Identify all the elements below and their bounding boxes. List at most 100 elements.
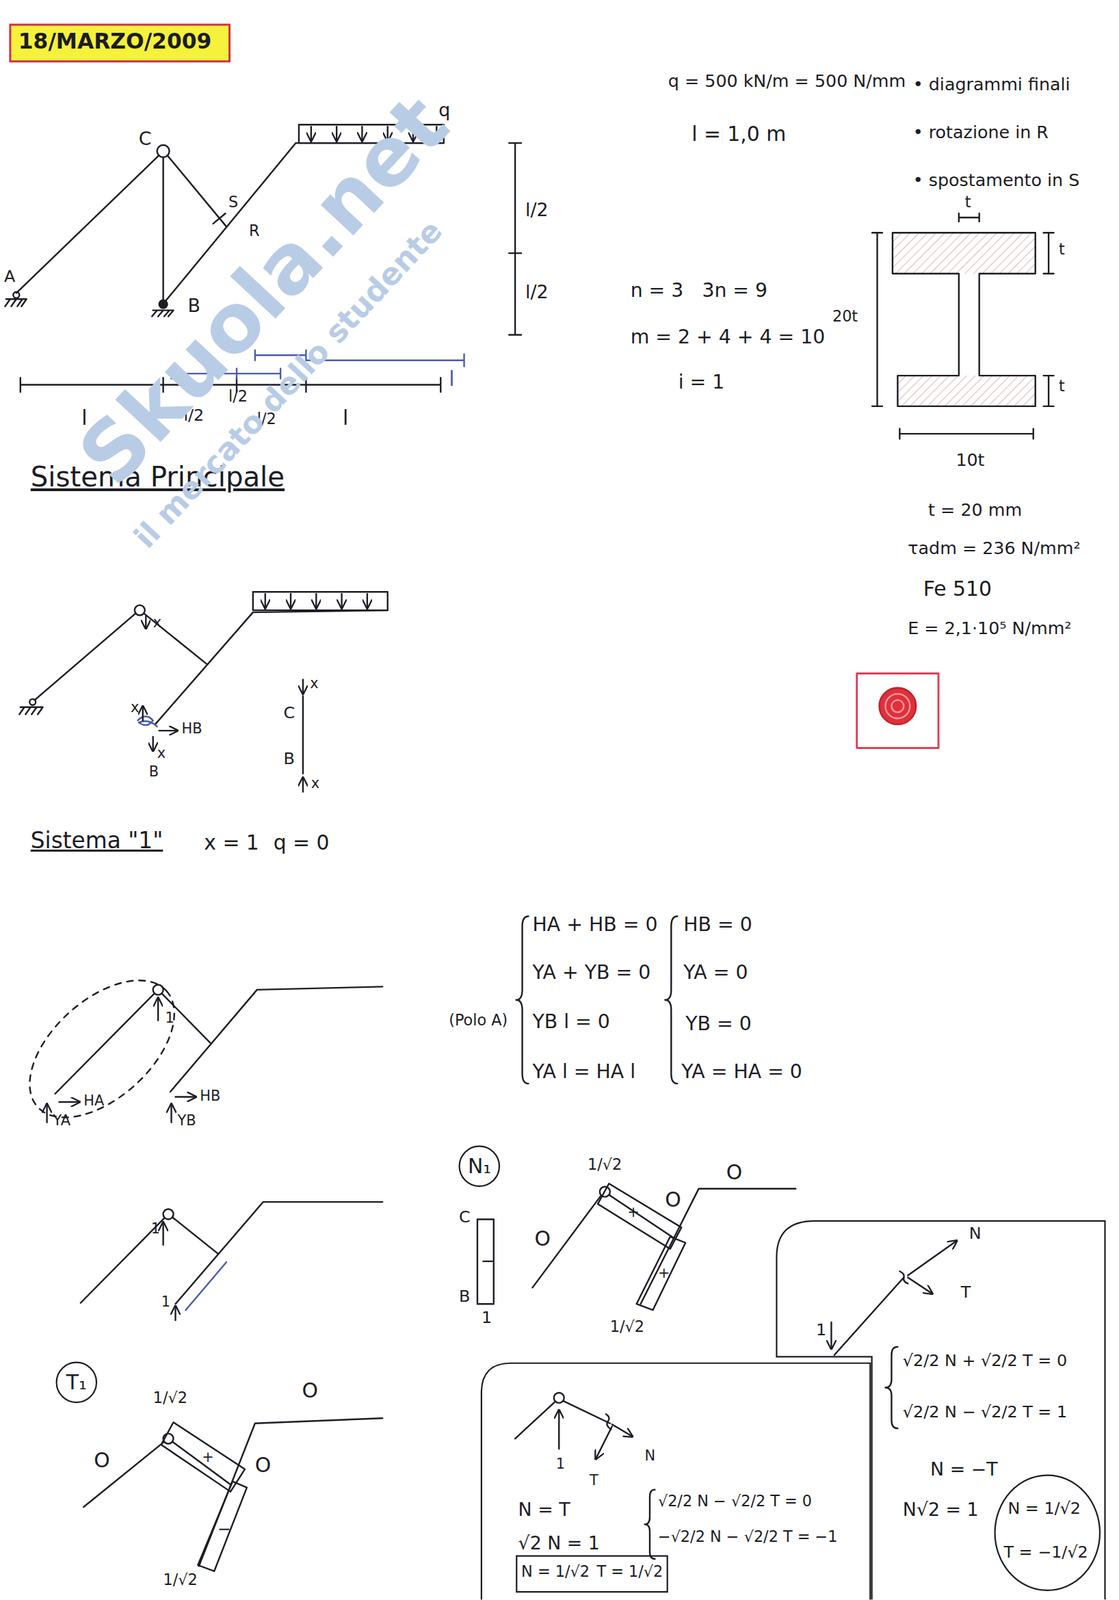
line-shape (157, 997, 159, 1021)
path-shape (185, 1261, 227, 1310)
annotation-label: 1 (151, 1220, 161, 1237)
annotation-label: m = 2 + 4 + 4 = 10 (630, 326, 826, 349)
path-shape (1043, 232, 1055, 274)
node-text: N√2 = 1 (902, 1499, 979, 1521)
path-shape (508, 142, 522, 335)
line-shape (907, 1240, 957, 1276)
annotation-label: B (283, 749, 295, 769)
path-shape (175, 1201, 384, 1304)
path-shape (213, 213, 226, 224)
annotation-label: O (93, 1448, 110, 1472)
annotation-label: S (228, 193, 239, 212)
annotation-label: − (217, 1519, 232, 1539)
annotation-label: x (153, 614, 162, 631)
path-shape (162, 993, 210, 1044)
node-text: √2/2 N − √2/2 T = 1 (902, 1402, 1068, 1422)
line-shape (170, 1103, 172, 1123)
annotation-label: x (130, 699, 139, 716)
diagram-name-circle: N₁ (458, 1145, 500, 1187)
path-shape (644, 1489, 656, 1559)
annotation-label: HA (83, 1092, 104, 1109)
annotation-label: B (458, 1287, 470, 1306)
node-text: N (644, 1447, 656, 1464)
path-shape (155, 610, 388, 725)
annotation-label: C (138, 128, 152, 150)
circle-shape (879, 687, 917, 725)
annotation-label: 1 (481, 1308, 492, 1327)
ellipse-outline (993, 1473, 1102, 1592)
line-shape (335, 126, 338, 141)
node-text: N = −T (930, 1458, 998, 1481)
path-shape (34, 613, 137, 701)
line-shape (830, 1322, 832, 1349)
path-shape (170, 986, 383, 1092)
path-shape (885, 1346, 898, 1429)
annotation-label: HB (181, 720, 202, 737)
annotation-label: YB (177, 1112, 196, 1129)
node-text: N = T (518, 1499, 571, 1521)
annotation-label: q = 500 kN/m = 500 N/mm (668, 71, 906, 91)
node-text: √2 N = 1 (518, 1532, 600, 1555)
path-shape (151, 310, 174, 317)
node-text: √2/2 N + √2/2 T = 0 (902, 1351, 1068, 1371)
node-text: N = 1/√2 (521, 1562, 590, 1581)
rect-shape (10, 24, 230, 62)
annotation-label: 10t (955, 450, 985, 470)
annotation-label: − (480, 1250, 496, 1272)
line-shape (162, 1222, 164, 1245)
line-shape (366, 593, 368, 609)
annotation-label: YA = 0 (683, 961, 748, 985)
node-text: 1 (815, 1320, 827, 1340)
path-shape (562, 1400, 611, 1424)
path-shape (892, 232, 1036, 407)
annotation-label: l/2 (525, 281, 549, 304)
annotation-label: + (201, 1448, 215, 1466)
annotation-label: O (301, 1378, 318, 1403)
annotation-label: x (157, 744, 166, 762)
node-text: N₁ (467, 1154, 492, 1178)
path-shape (55, 993, 155, 1094)
line-shape (310, 126, 312, 141)
path-shape (481, 1363, 871, 1600)
rect-shape (253, 591, 388, 611)
line-shape (142, 705, 144, 721)
ellipse-shape (4, 954, 200, 1143)
annotation-label: Fe 510 (923, 577, 992, 601)
annotation-label: x = 1 (203, 831, 260, 855)
line-shape (315, 593, 317, 609)
rect-shape (892, 232, 1036, 274)
path-shape (162, 157, 164, 301)
line-shape (159, 729, 178, 732)
path-shape (1043, 375, 1055, 407)
path-shape (636, 1236, 687, 1310)
annotation-label: O (255, 1453, 271, 1477)
annotation-label: A (4, 267, 16, 286)
annotation-label: t (1058, 240, 1065, 259)
annotation-label: • spostamento in S (913, 170, 1081, 191)
path-shape (664, 916, 678, 1085)
node-text: T (589, 1471, 599, 1489)
annotation-label: l (342, 406, 349, 430)
result-ellipse: N = 1/√2T = −1/√2 (993, 1473, 1102, 1592)
node-text: N (969, 1224, 982, 1243)
path-shape (302, 695, 304, 773)
path-shape (167, 155, 227, 227)
annotation-label: HB = 0 (683, 913, 753, 937)
line-shape (152, 736, 154, 752)
node-text: T₁ (66, 1370, 87, 1394)
annotation-label: E = 2,1·10⁵ N/mm² (907, 618, 1072, 639)
diagram-name-circle: T₁ (56, 1361, 98, 1403)
annotation-label: t = 20 mm (928, 499, 1022, 520)
annotation-label: O (726, 1160, 743, 1184)
path-shape (143, 613, 207, 665)
annotation-label: Sistema "1" (30, 828, 164, 855)
annotation-label: O (664, 1188, 681, 1212)
path-shape (197, 1481, 247, 1572)
rect-shape (857, 673, 939, 749)
path-shape (199, 1417, 383, 1566)
annotation-label: C (283, 703, 296, 723)
path-shape (532, 1195, 601, 1288)
annotation-label: τadm = 236 N/mm² (907, 538, 1081, 559)
annotation-label: l/2 (525, 199, 549, 221)
